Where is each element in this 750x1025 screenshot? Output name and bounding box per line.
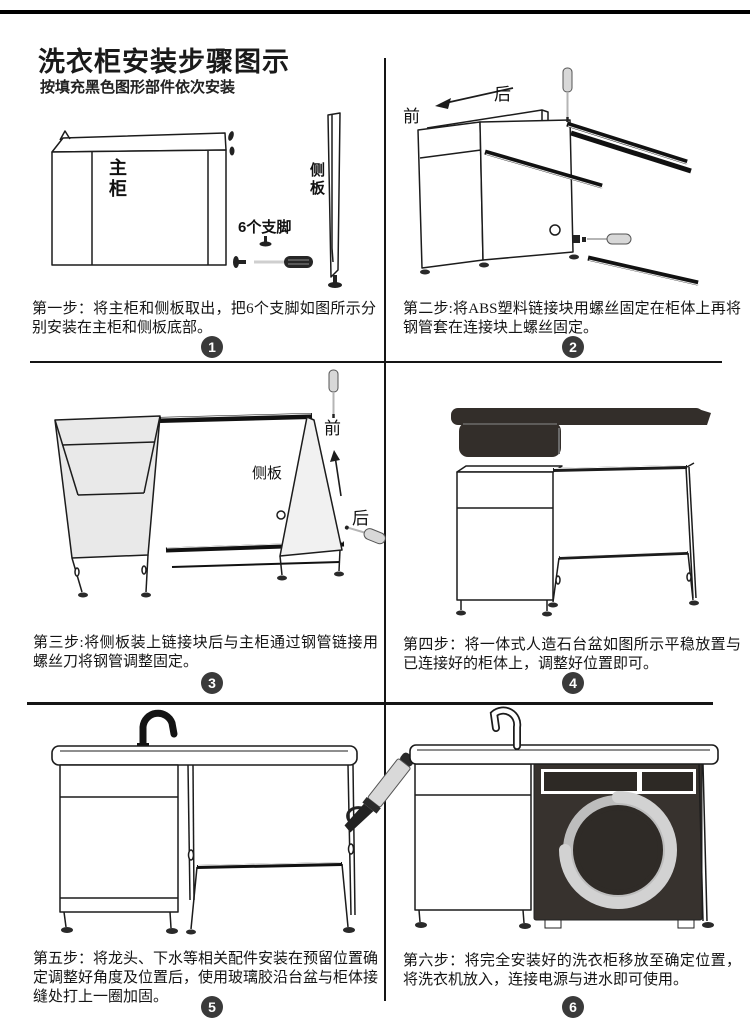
steel-pipes <box>484 121 699 286</box>
side-panel-label: 侧板 <box>308 162 325 198</box>
step-3-badge: 3 <box>201 672 223 694</box>
step-1-caption: 第一步：将主柜和侧板取出，把6个支脚如图所示分别安装在主柜和侧板底部。 <box>32 301 376 337</box>
step-6-caption: 第六步：将完全安装好的洗衣柜移放至确定位置，将洗衣机放入，连接电源与进水即可使用… <box>403 953 741 989</box>
screwdriver-vertical-icon <box>562 67 573 122</box>
faucet <box>137 709 178 750</box>
screwdriver-horizontal-icon <box>573 233 632 245</box>
cabinet-feet <box>420 254 579 275</box>
step-4-badge: 4 <box>562 672 584 694</box>
row-divider-2 <box>27 702 713 705</box>
step-3-caption: 第三步:将侧板装上链接块后与主柜通过钢管链接用螺丝刀将钢管调整固定。 <box>33 635 378 671</box>
foot-icon <box>259 236 272 247</box>
side-panel-flat <box>327 112 341 278</box>
step-5-caption: 第五步：将龙头、下水等相关配件安装在预留位置确定调整好角度及位置后，使用玻璃胶沿… <box>33 951 379 1006</box>
assembly-feet <box>78 571 344 598</box>
step-4-panel: 第四步：将一体式人造石台盆如图所示平稳放置与已连接好的柜体上，调整好位置即可。 … <box>395 368 745 703</box>
main-cabinet-flat <box>51 130 227 266</box>
step-5-drawing <box>51 709 415 935</box>
countertop <box>51 745 358 766</box>
faucet <box>489 706 522 750</box>
top-border-line <box>0 10 750 14</box>
cabinet-frame <box>417 109 574 269</box>
step-6-panel: 第六步：将完全安装好的洗衣柜移放至确定位置，将洗衣机放入，连接电源与进水即可使用… <box>395 703 745 1025</box>
cabinet-feet <box>456 600 699 617</box>
page-subtitle: 按填充黑色图形部件依次安装 <box>40 80 236 96</box>
row-divider-1 <box>30 361 722 363</box>
back-label: 后 <box>494 85 511 104</box>
side-panel-3d <box>276 416 343 576</box>
screwdriver-icon <box>233 256 313 268</box>
feet-label: 6个支脚 <box>238 219 292 236</box>
back-label: 后 <box>352 509 369 528</box>
step-5-badge: 5 <box>201 996 223 1018</box>
step-3-panel: 侧板 前 后 第三步:将侧板装上链接块后与主柜通过钢管链接用螺丝刀将钢管调整固定… <box>30 368 386 703</box>
cabinet-body <box>414 763 708 924</box>
step-2-badge: 2 <box>562 336 584 358</box>
step-1-badge: 1 <box>201 336 223 358</box>
step-4-drawing <box>451 408 711 617</box>
main-cabinet-3d <box>54 415 161 593</box>
vertical-divider <box>384 58 386 1001</box>
step-2-caption: 第二步:将ABS塑料链接块用螺丝固定在柜体上再将钢管套在连接块上螺丝固定。 <box>403 301 741 337</box>
step-6-drawing <box>409 706 719 929</box>
pipe-highlights <box>485 125 700 286</box>
front-label: 前 <box>403 107 420 126</box>
cabinet-feet <box>415 922 714 929</box>
direction-arrow <box>330 450 342 497</box>
side-panel-label: 侧板 <box>252 466 283 482</box>
screwdriver-top-icon <box>328 369 339 418</box>
screw-pins <box>228 131 235 156</box>
main-cabinet-label: 主柜 <box>107 158 127 200</box>
countertop <box>409 744 719 765</box>
step-3-drawing <box>54 369 386 598</box>
stone-countertop-with-sink <box>451 408 711 457</box>
direction-arrow <box>435 87 514 109</box>
step-6-badge: 6 <box>562 996 584 1018</box>
washing-machine <box>533 761 703 929</box>
caulk-gun-icon <box>344 752 415 833</box>
step-2-drawing <box>417 67 700 286</box>
steel-pipe <box>196 862 343 869</box>
cabinet-body <box>59 764 356 930</box>
step-5-panel: 第五步：将龙头、下水等相关配件安装在预留位置确定调整好角度及位置后，使用玻璃胶沿… <box>30 703 415 1025</box>
front-label: 前 <box>324 419 341 438</box>
step-2-panel: 前 后 第二步:将ABS塑料链接块用螺丝固定在柜体上再将钢管套在连接块上螺丝固定… <box>395 58 745 365</box>
step-4-caption: 第四步：将一体式人造石台盆如图所示平稳放置与已连接好的柜体上，调整好位置即可。 <box>403 637 741 673</box>
step-1-drawing <box>51 112 342 288</box>
screwdriver-bottom-icon <box>344 525 386 545</box>
cabinet-feet <box>61 927 355 935</box>
step-1-panel: 主柜 侧板 6个支脚 第一步：将主柜和侧板取出，把6个支脚如图所示分别安装在主柜… <box>30 58 380 365</box>
assembled-cabinet <box>456 462 697 611</box>
page-title: 洗衣柜安装步骤图示 <box>38 47 290 77</box>
side-panel-foot <box>328 275 342 288</box>
